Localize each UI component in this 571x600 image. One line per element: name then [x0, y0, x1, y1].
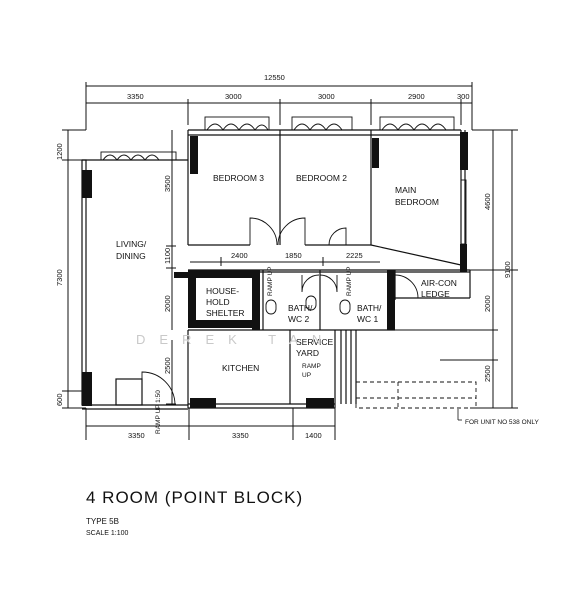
- aircon-ledge-label-2: LEDGE: [421, 289, 450, 299]
- left-dim-2: 7300: [55, 269, 64, 286]
- bottom-dim-2: 3350: [232, 431, 249, 440]
- watermark: DEREK TAN: [136, 332, 335, 347]
- top-dim-5: 300: [457, 92, 470, 101]
- kitchen-label: KITCHEN: [222, 363, 259, 373]
- shelter-label-2: HOLD: [206, 297, 230, 307]
- corridor-right-dim: 2225: [346, 251, 363, 260]
- bath-wc-2-label-1: BATH/: [288, 303, 313, 313]
- ramp-label-entrance: RAMP UP 1:50: [155, 390, 162, 434]
- bath-wc-1-label-1: BATH/: [357, 303, 382, 313]
- bath-wc-1-label-2: WC 1: [357, 314, 379, 324]
- bottom-dim-3: 1400: [305, 431, 322, 440]
- bottom-dim-1: 3350: [128, 431, 145, 440]
- shelter-height-dim: 2000: [163, 295, 172, 312]
- shelter-label-1: HOUSE-: [206, 286, 239, 296]
- unit-note: FOR UNIT NO 538 ONLY: [465, 419, 539, 426]
- shelter-label-3: SHELTER: [206, 308, 245, 318]
- kitchen-height-dim: 2500: [163, 357, 172, 374]
- main-bedroom-label-1: MAIN: [395, 185, 416, 195]
- service-yard-label-1: SERVICE: [296, 337, 333, 347]
- top-dim-4: 2900: [408, 92, 425, 101]
- right-dim-3: 2500: [483, 365, 492, 382]
- living-height-dim: 3500: [163, 175, 172, 192]
- main-bedroom-label-2: BEDROOM: [395, 197, 439, 207]
- top-dim-1: 3350: [127, 92, 144, 101]
- ramp-word-service: RAMP: [302, 363, 321, 370]
- overall-dimension: 12550: [264, 73, 285, 82]
- aircon-ledge-label-1: AIR-CON: [421, 278, 457, 288]
- title-block: 4 ROOM (POINT BLOCK) TYPE 5B SCALE 1:100: [86, 488, 303, 537]
- plan-type: TYPE 5B: [86, 517, 119, 526]
- right-dim-2: 2000: [483, 295, 492, 312]
- top-dim-2: 3000: [225, 92, 242, 101]
- bedroom-3-label: BEDROOM 3: [213, 173, 264, 183]
- corridor-height-dim: 1100: [163, 248, 172, 264]
- top-dim-3: 3000: [318, 92, 335, 101]
- ramp-label-shelter-side: RAMP UP: [267, 267, 274, 297]
- service-yard-label-2: YARD: [296, 348, 319, 358]
- corridor-left-dim: 2400: [231, 251, 248, 260]
- ramp-label-bath1-side: RAMP UP: [346, 267, 353, 297]
- plan-scale: SCALE 1:100: [86, 530, 129, 537]
- living-dining-label-1: LIVING/: [116, 239, 147, 249]
- bath-wc-2-label-2: WC 2: [288, 314, 310, 324]
- bedroom-2-label: BEDROOM 2: [296, 173, 347, 183]
- corridor-mid-dim: 1850: [285, 251, 302, 260]
- right-dim-total: 9100: [503, 261, 512, 278]
- plan-title: 4 ROOM (POINT BLOCK): [86, 488, 304, 507]
- left-dim-1: 1200: [55, 143, 64, 160]
- left-dim-3: 600: [55, 393, 64, 406]
- living-dining-label-2: DINING: [116, 251, 146, 261]
- right-dim-1: 4600: [483, 193, 492, 210]
- up-word-service: UP: [302, 372, 311, 379]
